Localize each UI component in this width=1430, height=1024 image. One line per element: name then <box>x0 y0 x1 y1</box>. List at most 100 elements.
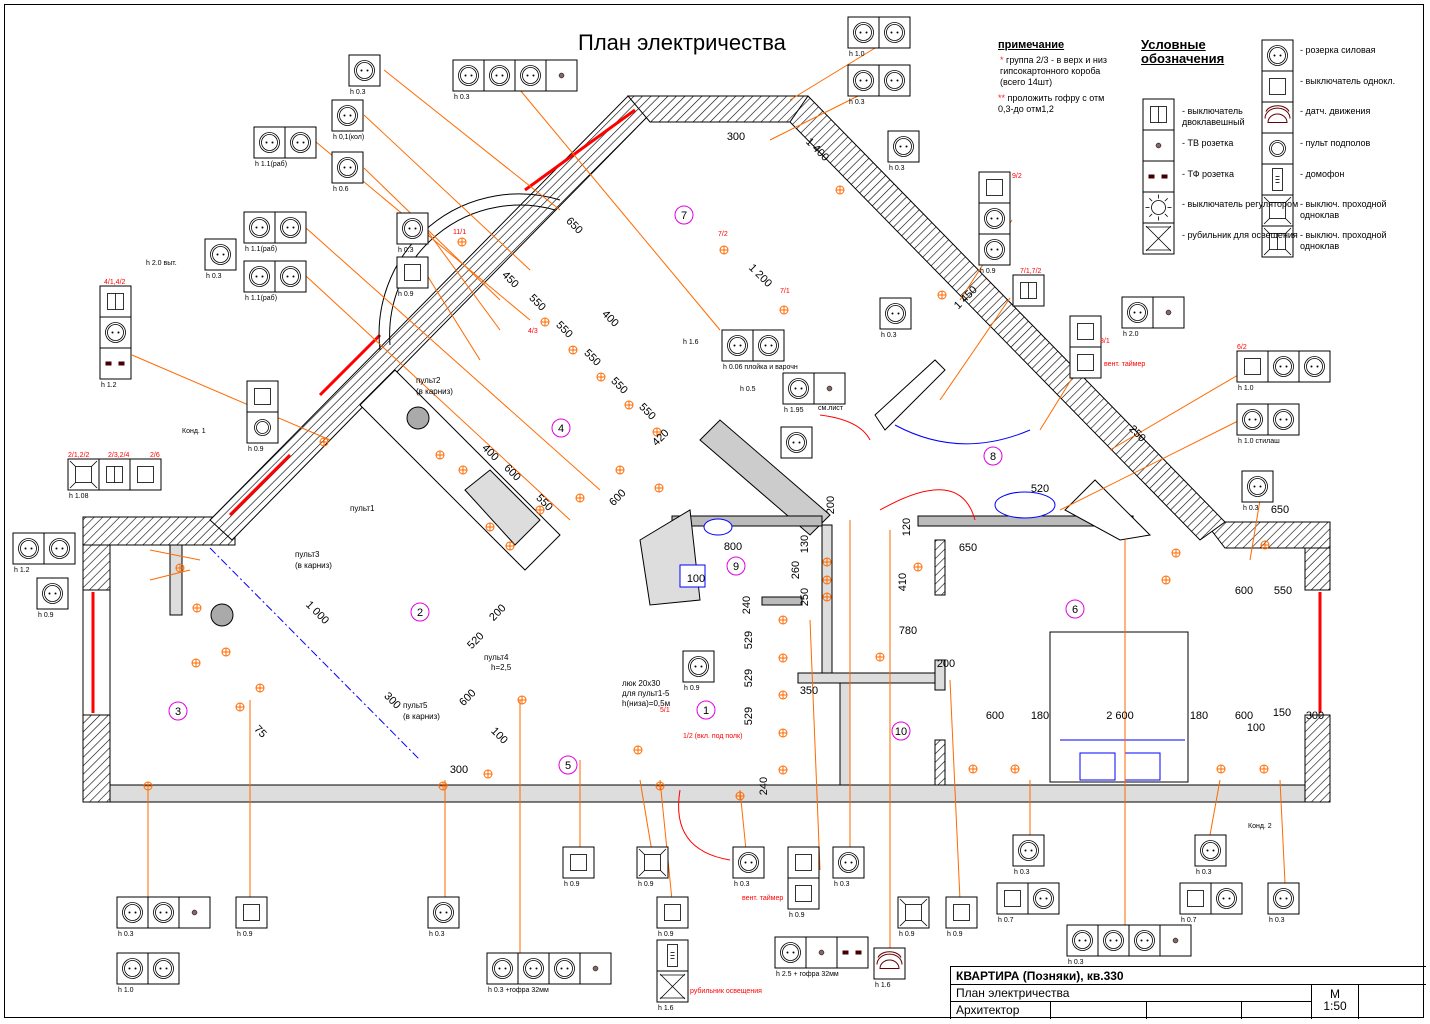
fixture-height-label: h 1.1(раб) <box>255 160 287 168</box>
fixture-group[interactable]: h 0.7 <box>996 882 1060 924</box>
dimension-label: 300 <box>1306 710 1324 722</box>
fixture-group[interactable]: h 1.0 <box>116 952 180 994</box>
dimension-label: 529 <box>743 669 755 687</box>
fixture-group[interactable]: h 0.3 <box>832 846 865 888</box>
socket-icon <box>204 238 237 271</box>
room-marker: 9 <box>726 556 746 576</box>
dimension-label: 450 <box>499 269 520 290</box>
fixture-group[interactable]: h 0.9 <box>562 846 595 888</box>
fixture-group[interactable]: h 1.08 <box>67 458 162 500</box>
fixture-group[interactable]: h 0.6 <box>331 151 364 193</box>
dimension-label: 300 <box>381 690 402 711</box>
annotation-text: 7/1 <box>780 288 790 295</box>
annotation-text: h 2.0 выт. <box>146 260 177 267</box>
fixture-group[interactable]: h 1.0 <box>847 16 911 58</box>
fixture-group[interactable]: h 0.9 <box>396 256 429 298</box>
annotation-text: 2/1,2/2 <box>68 452 90 459</box>
dimension-label: 550 <box>636 401 657 422</box>
fixture-group[interactable]: h 1.0 стилаш <box>1236 403 1300 445</box>
fixture-group[interactable]: h 0.3 <box>396 212 429 254</box>
fixture-group[interactable]: h 0.3 <box>879 297 912 339</box>
fixture-group[interactable]: h 0.3 <box>1012 834 1045 876</box>
socket-icon <box>253 126 286 159</box>
leader-line <box>424 227 501 331</box>
fixture-height-label: h 0.06 плойка и варочн <box>723 363 798 371</box>
room-number: 8 <box>990 451 996 463</box>
fixture-group[interactable]: h 0.9 <box>235 896 268 938</box>
fixture-group[interactable] <box>780 426 813 459</box>
switch-icon <box>396 256 429 289</box>
fixture-group[interactable]: h 0.3 <box>887 130 920 172</box>
fixture-group[interactable]: h 1.1(раб) <box>243 260 307 302</box>
fixture-group[interactable]: h 0.9 <box>897 896 930 938</box>
fixture-group[interactable] <box>1012 274 1045 307</box>
fixture-group[interactable]: h 0.7 <box>1179 882 1243 924</box>
fixture-group[interactable]: h 0.06 плойка и варочн <box>721 329 798 371</box>
fixture-group[interactable]: h 0,1(кол) <box>331 99 364 141</box>
annotation-text: для пульт1-5 <box>622 689 670 698</box>
fixture-group[interactable]: h 2.0 <box>1121 296 1185 338</box>
tv-icon <box>1159 924 1192 957</box>
dimension-label: 150 <box>1273 707 1291 719</box>
fixture-group[interactable]: h 0.3 <box>847 64 911 106</box>
fixture-group[interactable]: h 1.1(раб) <box>243 211 307 253</box>
fixture-group[interactable]: h 0.9 <box>636 846 669 888</box>
leader-line <box>939 297 1011 401</box>
fixture-group[interactable]: h 1.95 <box>782 372 846 414</box>
fixture-group[interactable]: h 0.3 <box>116 896 211 938</box>
fixture-group[interactable]: h 0.3 <box>452 59 578 101</box>
fixture-group[interactable]: h 1.6 <box>873 947 906 989</box>
socket-icon <box>832 846 865 879</box>
fixture-group[interactable]: h 0.9 <box>656 896 689 938</box>
fixture-height-label: h 2.0 <box>1123 331 1139 338</box>
fixture-height-label: h 0.9 <box>684 685 700 692</box>
fixture-group[interactable]: h 1.0 <box>1236 350 1331 392</box>
fixture-group[interactable]: h 1.2 <box>99 285 132 389</box>
wall-top-left <box>82 516 236 546</box>
wall-ne-diagonal <box>789 95 1226 541</box>
tv-icon <box>1142 129 1175 162</box>
socket-icon <box>878 16 911 49</box>
fixture-group[interactable]: h 0.3 <box>204 238 237 280</box>
wall-left-lower <box>82 714 111 803</box>
dimension-label: 410 <box>897 573 909 591</box>
fixture-height-label: h 0.9 <box>789 912 805 919</box>
fixture-group[interactable]: h 1.6 <box>656 939 689 1012</box>
wall-left-window <box>82 589 111 716</box>
annotation-text: 8/1 <box>1100 338 1110 345</box>
socket-icon <box>978 233 1011 266</box>
annotation-text: h 0.5 <box>740 386 756 393</box>
fixture-group[interactable]: h 0.9 <box>246 380 279 453</box>
fixture-group[interactable]: h 2.5 + гофра 32мм <box>774 936 869 978</box>
socket-icon <box>427 896 460 929</box>
legend-symbols <box>1142 39 1294 258</box>
legend-item-label: - домофон <box>1300 169 1345 179</box>
fixture-group[interactable]: h 1.1(раб) <box>253 126 317 168</box>
leader-line <box>131 354 331 441</box>
phone-icon <box>99 347 132 380</box>
fixture-group[interactable]: h 0.3 <box>1241 470 1274 512</box>
socket-icon <box>682 650 715 683</box>
fixture-group[interactable]: h 0.9 <box>945 896 978 938</box>
fixture-group[interactable]: h 0.3 <box>348 54 381 96</box>
legend-item-label: - выключ. проходной одноклав <box>1300 230 1387 251</box>
socket-icon <box>1241 470 1274 503</box>
fixture-height-label: h 0.3 +гофра 32мм <box>488 987 549 994</box>
fixture-group[interactable]: h 0.3 <box>427 896 460 938</box>
fixture-group[interactable] <box>1069 315 1102 379</box>
fixture-group[interactable]: h 0.3 <box>1267 882 1300 924</box>
fixture-height-label: h 1.2 <box>101 382 117 389</box>
tv-icon <box>1152 296 1185 329</box>
fixture-group[interactable]: h 0.9 <box>978 171 1011 275</box>
fixture-group[interactable]: h 1.2 <box>12 532 76 574</box>
fixture-group[interactable]: h 0.3 +гофра 32мм <box>486 952 612 994</box>
fixture-group[interactable]: h 0.9 <box>36 577 69 619</box>
dimension-label: 1 000 <box>303 599 331 627</box>
annotation-text: 11/1 <box>453 229 466 236</box>
fixture-group[interactable]: h 0.3 <box>1194 834 1227 876</box>
fixture-group[interactable]: h 0.9 <box>682 650 715 692</box>
fixture-group[interactable]: h 0.9 <box>787 846 820 919</box>
fixture-group[interactable]: h 0.3 <box>1066 924 1192 966</box>
room-marker: 7 <box>674 205 694 225</box>
fixture-group[interactable]: h 0.3 <box>732 846 765 888</box>
